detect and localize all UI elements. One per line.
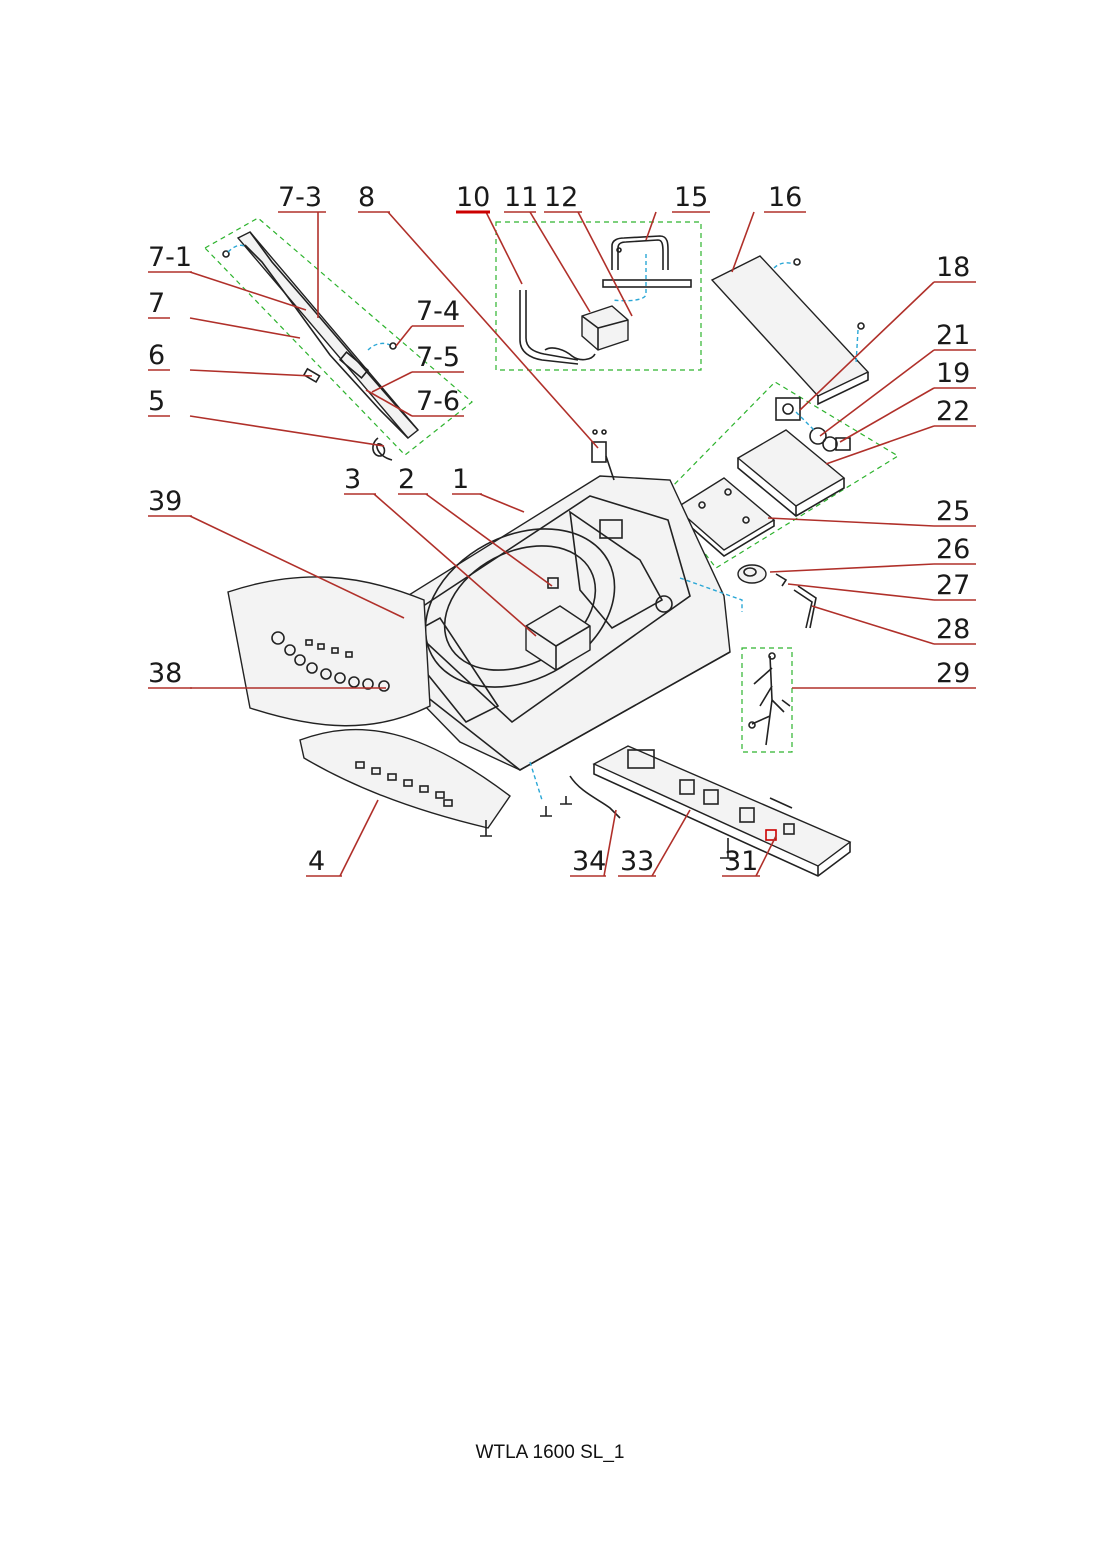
callout-label: 38 xyxy=(148,658,182,689)
part-cable-34 xyxy=(540,775,621,819)
callout-label: 29 xyxy=(936,658,970,689)
callout-label: 31 xyxy=(724,846,758,877)
page-footer: WTLA 1600 SL_1 xyxy=(475,1442,625,1463)
part-control-box xyxy=(674,397,851,557)
part-small-items xyxy=(591,429,817,629)
callout-label: 4 xyxy=(308,846,325,877)
callout-label: 6 xyxy=(148,340,165,371)
part-top-panel xyxy=(710,255,870,406)
callout-label: 15 xyxy=(674,182,708,213)
callout-label: 7-5 xyxy=(416,342,460,373)
callout-label: 7 xyxy=(148,288,165,319)
callout-label: 7-3 xyxy=(278,182,322,213)
callout-underlines xyxy=(148,210,976,877)
callout-label: 22 xyxy=(936,396,970,427)
part-control-board xyxy=(592,745,852,877)
group-box-lid xyxy=(204,217,473,456)
callout-label: 7-4 xyxy=(416,296,460,327)
callout-label: 8 xyxy=(358,182,375,213)
callout-label: 5 xyxy=(148,386,165,417)
callout-label: 28 xyxy=(936,614,970,645)
callout-label: 39 xyxy=(148,486,182,517)
callout-label: 21 xyxy=(936,320,970,351)
part-inlet-group xyxy=(519,235,692,365)
callout-label: 7-1 xyxy=(148,242,192,273)
group-box-valve-hose xyxy=(495,221,702,371)
callout-label: 10 xyxy=(456,182,490,213)
callout-label: 25 xyxy=(936,496,970,527)
leader-lines xyxy=(189,211,935,877)
callout-label: 7-6 xyxy=(416,386,460,417)
callout-label: 27 xyxy=(936,570,970,601)
group-box-wire-harness xyxy=(741,647,793,753)
callout-label: 12 xyxy=(544,182,578,213)
callout-label: 1 xyxy=(452,464,469,495)
callout-label: 19 xyxy=(936,358,970,389)
callout-label: 3 xyxy=(344,464,361,495)
callout-label: 11 xyxy=(504,182,538,213)
group-boxes xyxy=(204,217,900,753)
callout-label: 16 xyxy=(768,182,802,213)
callout-labels: 7-3 8 10 11 12 15 16 7-1 7 7-4 7-5 6 7-6… xyxy=(148,182,970,877)
part-overlay-panel xyxy=(227,576,431,727)
callout-label: 34 xyxy=(572,846,606,877)
part-wire-harness xyxy=(748,652,791,746)
callout-label: 18 xyxy=(936,252,970,283)
part-front-panel xyxy=(299,728,511,837)
callout-label: 2 xyxy=(398,464,415,495)
part-console-body xyxy=(371,475,743,801)
part-lid xyxy=(222,231,419,461)
callout-label: 33 xyxy=(620,846,654,877)
callout-label: 26 xyxy=(936,534,970,565)
